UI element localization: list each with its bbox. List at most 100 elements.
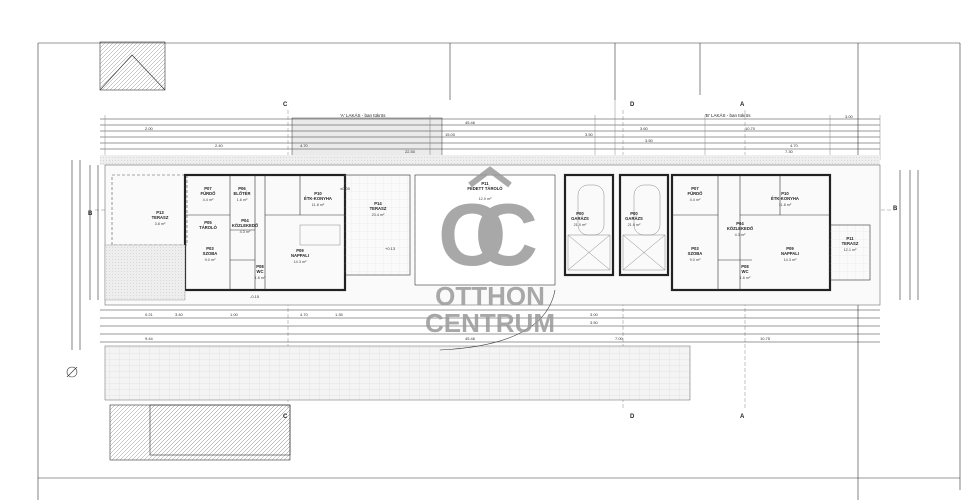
plan-line (100, 309, 880, 343)
plan-line (563, 173, 615, 277)
plan-label: 21.0 m² (574, 223, 588, 227)
plan-label: 21.0 m² (628, 223, 642, 227)
plan-line (299, 224, 341, 246)
dim-label: 3.50 (585, 132, 594, 137)
plan-line (66, 366, 78, 378)
plan-label: 12.0 m² (479, 197, 493, 201)
dim-label: 3.60 (640, 126, 649, 131)
driveway-curve (439, 289, 556, 351)
plan-label: KÖZLEKEDŐ (727, 226, 754, 231)
total-length-label: 45.46 (465, 120, 476, 125)
plan-label: WC (742, 269, 749, 274)
plan-line (37, 42, 961, 500)
plan-label: TÁROLÓ (199, 225, 217, 230)
plan-line (829, 224, 871, 281)
plan-label: 23.4 m² (372, 213, 386, 217)
plan-label: WC (257, 269, 264, 274)
dim-label: 4.70 (300, 143, 309, 148)
dimension-lines-top: 'A' LAKÁS - ban tükrös 'B' LAKÁS - ban t… (100, 100, 881, 160)
plan-label: OC (438, 185, 538, 284)
plan-label: 9.0 m² (205, 258, 216, 262)
site-boundary (37, 42, 961, 500)
plan-label: P08 (256, 264, 264, 269)
plan-label: 1.6 m² (237, 198, 248, 202)
plan-label: P04 (241, 218, 249, 223)
plan-line (344, 174, 411, 276)
plan-label: GARÁZS (625, 216, 643, 221)
north-arrow-icon (66, 366, 78, 378)
plan-label: ÉTK-KONYHA (771, 196, 799, 201)
plan-label: 12.1 m² (844, 248, 858, 252)
plan-label: 14.3 m² (294, 260, 308, 264)
dim-label: 3.00 (845, 114, 854, 119)
plan-line (618, 173, 670, 277)
plan-label: P13 (156, 210, 164, 215)
plan-label: 11.8 m² (312, 203, 325, 207)
plan-label: ÉTK-KONYHA (304, 196, 332, 201)
plan-line (104, 244, 186, 301)
plan-label: P09 (296, 248, 304, 253)
plan-label: 4.70 (300, 312, 309, 317)
apartment-b-label: 'B' LAKÁS - ban tükrös (705, 112, 751, 118)
plan-line (99, 41, 166, 91)
plan-line (104, 100, 881, 160)
plan-label: TERASZ (152, 215, 169, 220)
plan-line (185, 175, 345, 290)
dim-label: 2.40 (215, 143, 224, 148)
plan-label: 4.3 m² (240, 230, 251, 234)
plan-label: 11.8 m² (779, 203, 792, 207)
plan-line (622, 234, 666, 271)
plan-label: 10.75 (760, 336, 771, 341)
section-marker-b-left: B (88, 211, 93, 217)
plan-label: P10 (314, 191, 322, 196)
plan-label: 7.00 (615, 336, 624, 341)
dimension-lines-bottom: 0.21 3.40 1.00 4.70 1.35 3.00 3.50 7.00 … (100, 309, 880, 343)
plan-line (672, 175, 830, 290)
plan-label: +0.13 (385, 246, 396, 251)
dim-label: 10.70 (745, 126, 756, 131)
plan-label: P04 (736, 221, 744, 226)
plan-label: 9.44 (145, 336, 154, 341)
section-marker-d-bottom: D (630, 414, 635, 420)
dim-label: 22.50 (405, 149, 416, 154)
watermark-logo: OC OTTHON CENTRUM (425, 166, 555, 338)
dim-label: 7.30 (785, 149, 794, 154)
plan-line (99, 54, 166, 91)
plan-label: P09 (786, 246, 794, 251)
plan-label: 1.35 (335, 312, 344, 317)
neighbor-building-bottom (109, 404, 291, 461)
plan-label: SZOBA (688, 251, 703, 256)
dim-label: 2.00 (145, 126, 154, 131)
paved-driveway (104, 345, 691, 401)
plan-label: 3.40 (175, 312, 184, 317)
plan-label: P07 (691, 186, 699, 191)
plan-label: P11 (846, 236, 854, 241)
dim-label: 3.50 (645, 138, 654, 143)
path-strip (100, 155, 880, 165)
dim-label: 15.00 (445, 132, 456, 137)
plan-label: 3.8 m² (155, 222, 166, 226)
plan-line (468, 166, 512, 188)
plan-label: TERASZ (370, 206, 387, 211)
plan-label: 4.3 m² (735, 233, 746, 237)
plan-label: P03 (691, 246, 699, 251)
plan-line (291, 117, 443, 159)
plan-label: SZOBA (203, 251, 218, 256)
section-marker-b-right: B (893, 206, 898, 212)
dimension-lines-left (71, 160, 99, 350)
